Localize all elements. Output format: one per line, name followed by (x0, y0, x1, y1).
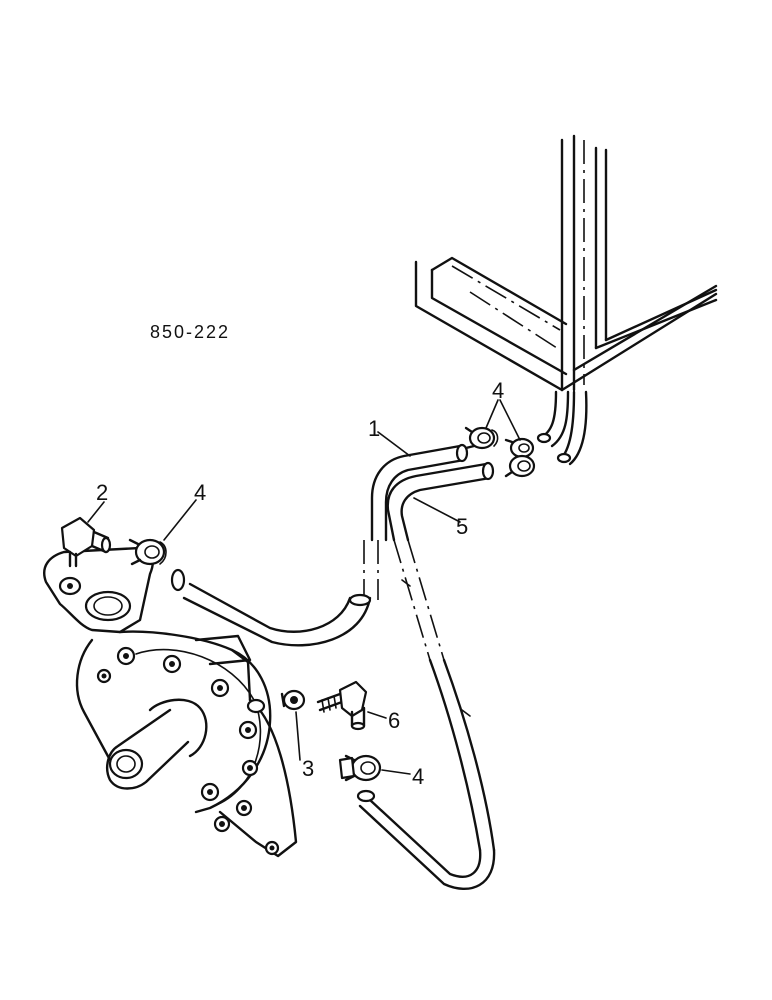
water-pump (43, 546, 298, 858)
callout-5: 5 (456, 514, 468, 539)
clamp-pump (128, 538, 167, 566)
clamp-upper-2 (504, 437, 535, 459)
callout-4-pump: 4 (194, 480, 206, 505)
hose-5 (356, 461, 496, 890)
callout-2: 2 (96, 480, 108, 505)
fitting-3 (280, 689, 306, 711)
callout-6: 6 (388, 708, 400, 733)
callout-4-radiator: 4 (492, 378, 504, 403)
heater-housing (414, 134, 718, 466)
clamp-upper-3 (504, 454, 536, 478)
elbow-fitting-2 (60, 516, 112, 568)
clamp-upper-1 (464, 426, 499, 450)
callout-3: 3 (302, 756, 314, 781)
hose-1 (170, 443, 469, 647)
leader-lines (87, 399, 521, 775)
pump-bolts (96, 646, 280, 856)
callout-1: 1 (368, 416, 380, 441)
clamp-lower (338, 754, 382, 782)
callout-4-lower: 4 (412, 764, 424, 789)
elbow-fitting-6 (316, 680, 368, 731)
diagram-id: 850-222 (150, 322, 230, 342)
